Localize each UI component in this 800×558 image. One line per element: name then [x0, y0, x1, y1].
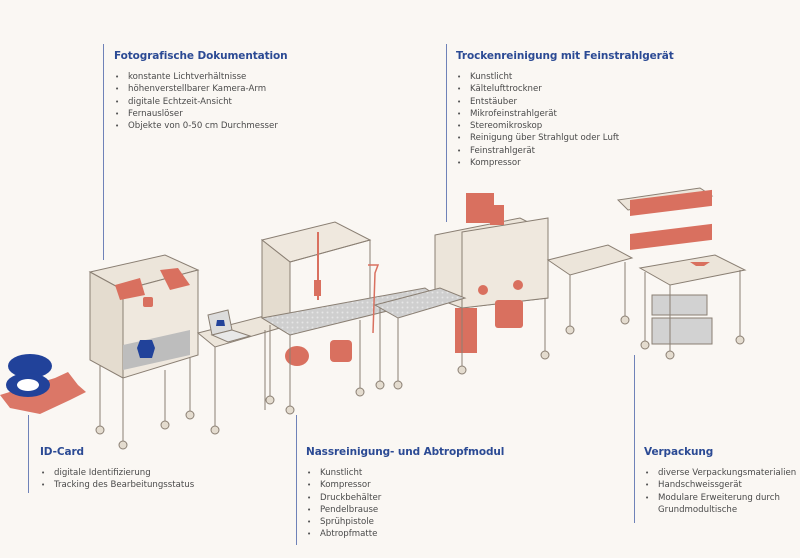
- list-item: Sprühpistole: [306, 516, 504, 529]
- callout-verpackung: Verpackung diverse Verpackungsmaterialie…: [644, 446, 800, 516]
- callout-trockenreinigung: Trockenreinigung mit Feinstrahlgerät Kun…: [456, 50, 674, 170]
- packaging-station: [616, 187, 747, 360]
- id-card-badge-top: [8, 354, 52, 378]
- list-item: Fernauslöser: [114, 108, 288, 121]
- list-item: Mikrofeinstrahlgerät: [456, 108, 674, 121]
- feature-list: diverse Verpackungsmaterialien Handschwe…: [644, 467, 800, 516]
- list-item: Kompressor: [306, 479, 504, 492]
- list-item: konstante Lichtverhältnisse: [114, 71, 288, 84]
- list-item: Kunstlicht: [306, 467, 504, 480]
- list-item: Objekte von 0-50 cm Durchmesser: [114, 120, 288, 133]
- list-item: Tracking des Bearbeitungsstatus: [40, 479, 194, 492]
- list-item: Kunstlicht: [456, 71, 674, 84]
- feature-list: Kunstlicht Kältelufttrockner Entstäuber …: [456, 71, 674, 170]
- list-item: Stereomikroskop: [456, 120, 674, 133]
- callout-nassreinigung: Nassreinigung- und Abtropfmodul Kunstlic…: [306, 446, 504, 541]
- list-item: diverse Verpackungsmaterialien: [644, 467, 800, 480]
- list-item: digitale Identifizierung: [40, 467, 194, 480]
- list-item: Abtropfmatte: [306, 528, 504, 541]
- leader-line-id-card: [28, 415, 30, 493]
- id-card-graphic: [0, 354, 86, 414]
- list-item: Kältelufttrockner: [456, 83, 674, 96]
- callout-title: Nassreinigung- und Abtropfmodul: [306, 446, 505, 458]
- list-item: Entstäuber: [456, 96, 674, 109]
- list-item: Kompressor: [456, 157, 674, 170]
- list-item: Feinstrahlgerät: [456, 145, 674, 158]
- photo-documentation-station: [88, 254, 200, 450]
- leader-line-fotografische-dokumentation: [103, 44, 105, 260]
- callout-title: ID-Card: [40, 446, 84, 458]
- laptop-table: [196, 309, 292, 435]
- feature-list: Kunstlicht Kompressor Druckbehälter Pend…: [306, 467, 504, 541]
- list-item: Handschweissgerät: [644, 479, 800, 492]
- feature-list: konstante Lichtverhältnisse höhenverstel…: [114, 71, 288, 133]
- draining-table: [373, 287, 467, 319]
- leader-line-nassreinigung: [296, 415, 298, 545]
- list-item: höhenverstellbarer Kamera-Arm: [114, 83, 288, 96]
- wet-cleaning-station: [260, 221, 442, 415]
- callout-fotografische-dokumentation: Fotografische Dokumentation konstante Li…: [114, 50, 288, 133]
- callout-id-card: ID-Card digitale Identifizierung Trackin…: [40, 446, 194, 492]
- list-item: Reinigung über Strahlgut oder Luft: [456, 132, 674, 145]
- list-item: Modulare Erweiterung durch Grundmodultis…: [644, 492, 800, 517]
- feature-list: digitale Identifizierung Tracking des Be…: [40, 467, 194, 492]
- dry-cleaning-station: [434, 193, 550, 375]
- list-item: Pendelbrause: [306, 504, 504, 517]
- callout-title: Verpackung: [644, 446, 714, 458]
- callout-title: Fotografische Dokumentation: [114, 50, 288, 62]
- leader-line-trockenreinigung: [446, 44, 448, 222]
- base-module-table: [546, 244, 634, 335]
- callout-title: Trockenreinigung mit Feinstrahlgerät: [456, 50, 674, 62]
- list-item: Druckbehälter: [306, 492, 504, 505]
- list-item: digitale Echtzeit-Ansicht: [114, 96, 288, 109]
- leader-line-verpackung: [634, 355, 636, 523]
